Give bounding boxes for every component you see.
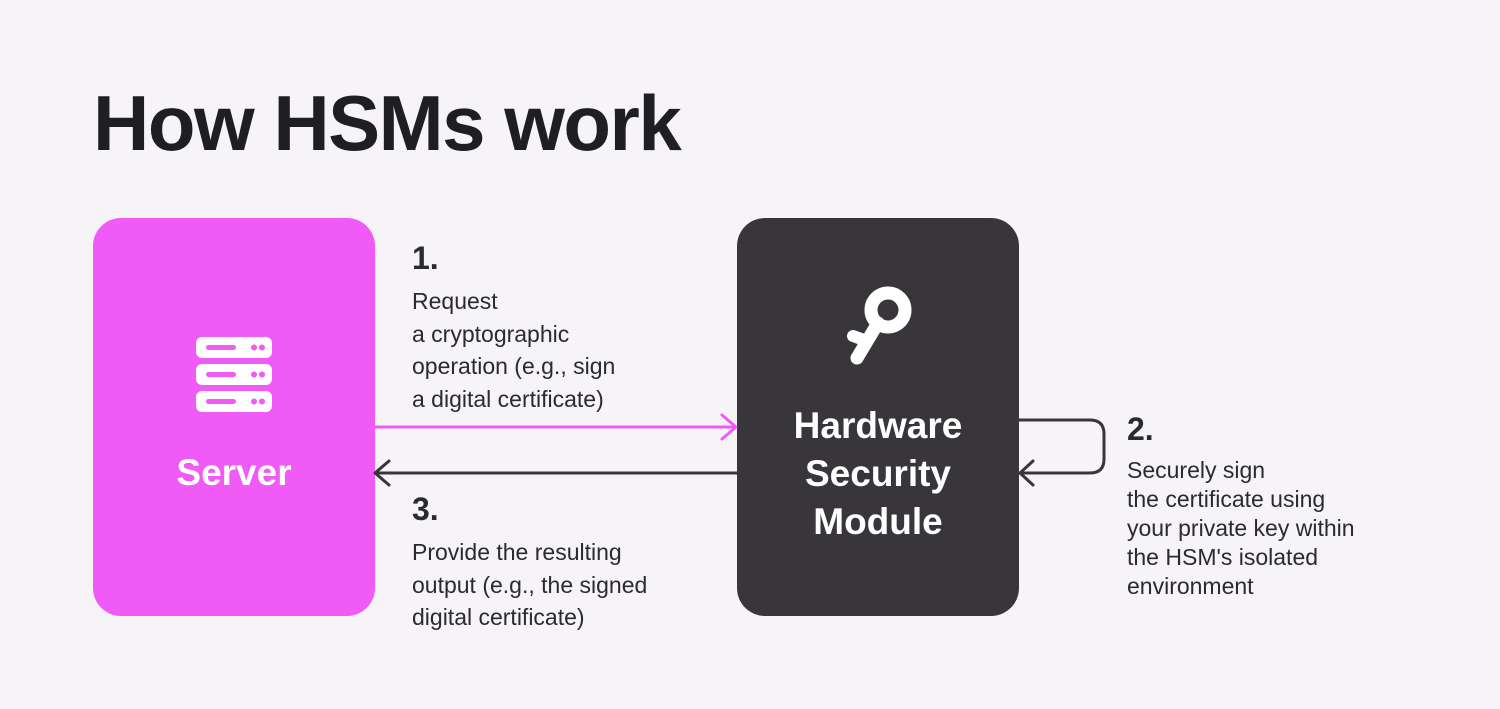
request-arrow [375, 413, 738, 441]
hsm-label-line: Module [813, 501, 943, 542]
self-loop-arrow [1018, 418, 1106, 487]
step-1-line: operation (e.g., sign [412, 353, 616, 379]
step-1-line: a digital certificate) [412, 385, 604, 412]
response-arrow [373, 459, 737, 487]
hsm-label-line: Security [804, 453, 951, 494]
step-2-number: 2. [1127, 411, 1154, 447]
step-1-number: 1. [412, 240, 439, 276]
server-box: Server [93, 218, 375, 616]
step-1-text: Request a cryptographic operation (e.g.,… [412, 285, 615, 415]
step-3-line: Provide the resulting [412, 539, 622, 565]
page-title: How HSMs work [93, 79, 682, 167]
step-3-number: 3. [412, 491, 439, 527]
step-3-line: output (e.g., the signed [412, 571, 648, 598]
step-2-line: environment [1127, 573, 1254, 599]
step-3-line: digital certificate) [412, 604, 585, 630]
hsm-box: Hardware Security Module [737, 218, 1019, 616]
step-3-text: Provide the resulting output (e.g., the … [412, 536, 647, 634]
step-1-line: a cryptographic [412, 320, 570, 347]
step-2-line: your private key within [1127, 515, 1355, 541]
hsm-label: Hardware Security Module [737, 402, 1019, 546]
step-2-line: the HSM's isolated [1127, 544, 1319, 570]
step-2-text: Securely sign the certificate using your… [1127, 456, 1355, 601]
step-2-line: the certificate using [1127, 486, 1326, 512]
server-label: Server [176, 452, 292, 493]
server-icon [196, 337, 272, 412]
step-2-line: Securely sign [1127, 457, 1266, 483]
key-icon [847, 286, 912, 365]
hsm-label-line: Hardware [793, 405, 963, 446]
step-1-line: Request [412, 288, 498, 314]
